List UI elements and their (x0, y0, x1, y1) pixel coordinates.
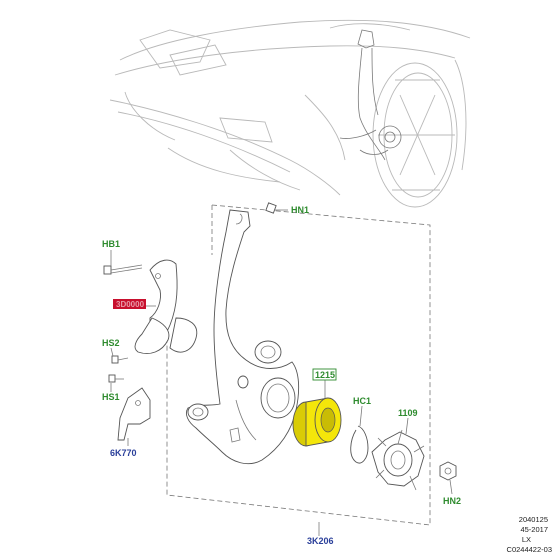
brake-shield (134, 259, 198, 354)
ref-line-3: LX (522, 535, 531, 544)
ref-line-4: C0244422-03 (507, 545, 552, 554)
label-1215[interactable]: 1215 (315, 370, 335, 380)
label-hc1[interactable]: HC1 (353, 396, 371, 406)
ref-line-1: 2040125 (519, 515, 548, 524)
label-hn1[interactable]: HN1 (291, 205, 309, 215)
label-hn2[interactable]: HN2 (443, 496, 461, 506)
label-hb1[interactable]: HB1 (102, 239, 120, 249)
label-hs1[interactable]: HS1 (102, 392, 120, 402)
label-hs2[interactable]: HS2 (102, 338, 120, 348)
highlight-box-red (113, 299, 146, 309)
label-red-part[interactable]: 3D0000 (116, 300, 145, 309)
vehicle-outline (109, 19, 471, 208)
fasteners (103, 202, 457, 481)
wheel-bearing (292, 397, 342, 447)
label-1109[interactable]: 1109 (398, 408, 418, 418)
highlight-box-1215 (312, 368, 337, 381)
circlip (350, 425, 369, 464)
assembly-frame (166, 204, 431, 526)
label-3k206[interactable]: 3K206 (307, 536, 334, 546)
wheel-hub (371, 429, 425, 491)
knuckle (185, 209, 300, 465)
leader-lines (110, 209, 453, 536)
label-6k770[interactable]: 6K770 (110, 448, 137, 458)
speed-sensor-bracket (117, 387, 151, 441)
ref-line-2: 45-2017 (520, 525, 548, 534)
